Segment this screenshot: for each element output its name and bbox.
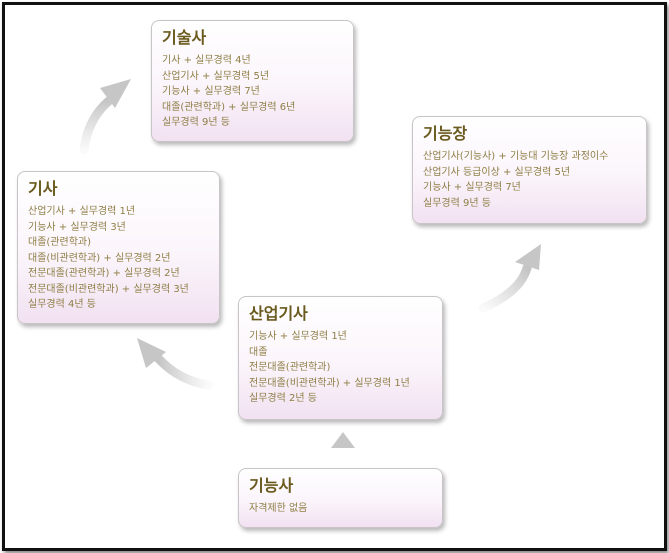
requirement-item: 산업기사 등급이상 + 실무경력 5년 <box>423 166 571 178</box>
requirement-item: 기능사 + 실무경력 7년 <box>423 182 521 193</box>
node-gineungjang: 기능장 산업기사(기능사) + 기능대 기능장 과정이수 산업기사 등급이상 +… <box>412 116 647 224</box>
requirement-item: 전문대졸(관련학과) <box>249 362 331 373</box>
arrow-gisa-to-gisulsa <box>79 79 131 155</box>
requirement-item: 자격제한 없음 <box>249 503 308 514</box>
requirement-item: 대졸 <box>249 346 268 358</box>
arrow-gineungsa-to-saneopgisa <box>331 432 355 467</box>
node-title: 기능사 <box>249 476 294 495</box>
node-title: 기사 <box>28 179 58 198</box>
requirement-item: 전문대졸(관련학과) + 실무경력 2년 <box>28 268 180 279</box>
node-title: 기술사 <box>162 28 207 47</box>
requirement-item: 산업기사(기능사) + 기능대 기능장 과정이수 <box>423 151 609 162</box>
requirement-item: 산업기사 + 실무경력 5년 <box>162 70 270 82</box>
requirement-item: 실무경력 2년 등 <box>249 393 317 404</box>
arrow-saneopgisa-to-gineungjang <box>478 244 541 313</box>
requirement-item: 전문대졸(비관련학과) + 실무경력 1년 <box>249 377 410 389</box>
requirement-item: 실무경력 4년 등 <box>28 299 96 310</box>
requirement-item: 대졸(비관련학과) + 실무경력 2년 <box>28 252 171 264</box>
requirement-item: 대졸(관련학과) + 실무경력 6년 <box>162 101 296 113</box>
node-gineungsa: 기능사 자격제한 없음 <box>238 468 443 528</box>
requirement-item: 산업기사 + 실무경력 1년 <box>28 206 136 217</box>
node-gisa: 기사 산업기사 + 실무경력 1년 기능사 + 실무경력 3년 대졸(관련학과)… <box>17 171 220 324</box>
node-saneopgisa: 산업기사 기능사 + 실무경력 1년 대졸 전문대졸(관련학과) 전문대졸(비관… <box>238 296 443 420</box>
node-title: 산업기사 <box>249 304 308 323</box>
requirement-item: 대졸(관련학과) <box>28 237 92 248</box>
requirement-item: 기능사 + 실무경력 3년 <box>28 221 126 233</box>
requirement-item: 실무경력 9년 등 <box>162 117 230 128</box>
requirement-item: 기능사 + 실무경력 1년 <box>249 331 347 342</box>
node-gisulsa: 기술사 기사 + 실무경력 4년 산업기사 + 실무경력 5년 기능사 + 실무… <box>151 20 354 142</box>
requirement-item: 기능사 + 실무경력 7년 <box>162 86 260 97</box>
requirement-item: 기사 + 실무경력 4년 <box>162 55 251 66</box>
requirement-item: 전문대졸(비관련학과) + 실무경력 3년 <box>28 283 189 295</box>
arrow-saneopgisa-to-gisa <box>137 338 213 390</box>
requirement-item: 실무경력 9년 등 <box>423 197 491 209</box>
node-title: 기능장 <box>423 124 468 143</box>
